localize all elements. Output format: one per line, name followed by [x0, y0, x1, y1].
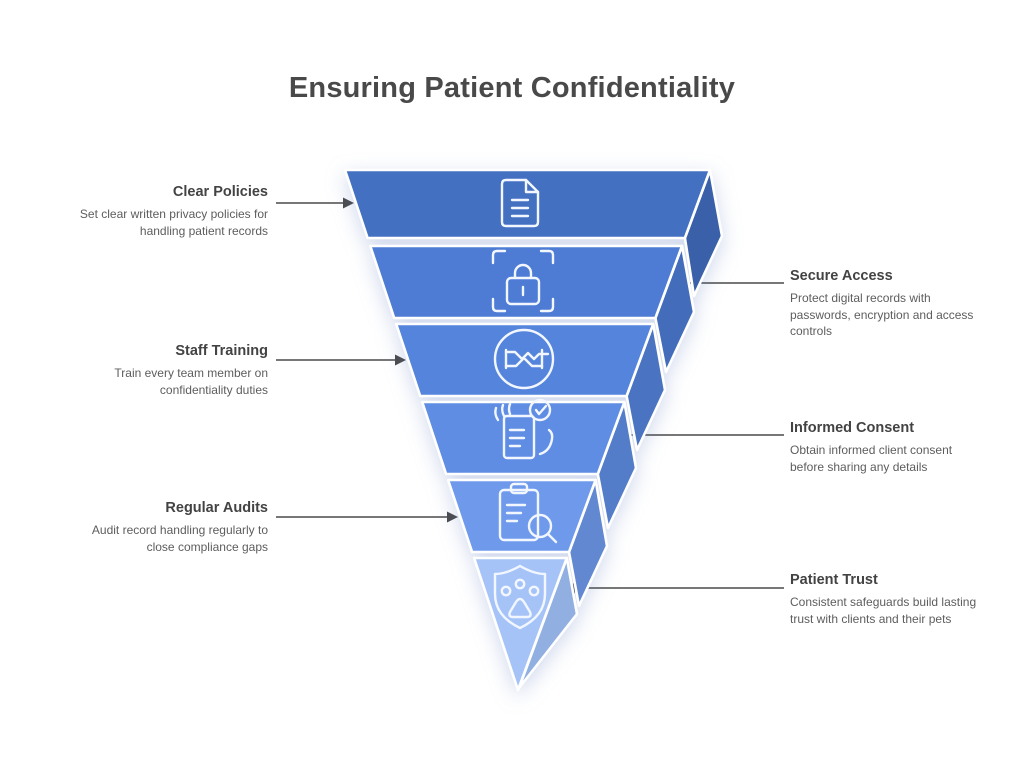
document-icon — [500, 178, 540, 228]
consent-check-icon — [494, 398, 554, 460]
shield-paw-icon — [493, 564, 547, 630]
funnel-level-3 — [394, 322, 667, 452]
label-level-1: Clear Policies Set clear written privacy… — [72, 184, 268, 239]
label-level-1-description: Set clear written privacy policies for h… — [79, 207, 268, 238]
handshake-icon — [493, 328, 555, 390]
label-level-2-heading: Secure Access — [790, 268, 893, 284]
arrowhead-icon — [343, 197, 354, 209]
label-level-6-heading: Patient Trust — [790, 572, 878, 588]
funnel-level-5 — [446, 478, 609, 608]
page-title: Ensuring Patient Confidentiality — [288, 72, 736, 104]
funnel-level-1 — [343, 168, 724, 298]
label-level-5-description: Audit record handling regularly to close… — [91, 523, 268, 554]
label-level-2-description: Protect digital records with passwords, … — [790, 291, 974, 339]
label-level-1-heading: Clear Policies — [172, 184, 268, 200]
label-level-6-description: Consistent safeguards build lasting trus… — [790, 595, 977, 626]
label-level-6: Patient Trust Consistent safeguards buil… — [790, 572, 996, 627]
arrowhead-icon — [395, 354, 406, 366]
label-level-4-description: Obtain informed client consent before sh… — [790, 443, 953, 474]
funnel-level-1-front — [343, 168, 712, 240]
label-level-3: Staff Training Train every team member o… — [98, 343, 268, 398]
label-level-4: Informed Consent Obtain informed client … — [790, 420, 988, 475]
clipboard-search-icon — [498, 482, 558, 544]
funnel-level-6-front — [472, 556, 569, 692]
label-level-4-heading: Informed Consent — [790, 420, 915, 436]
label-level-3-description: Train every team member on confidentiali… — [114, 366, 268, 397]
lock-scan-icon — [491, 249, 555, 313]
label-level-3-heading: Staff Training — [175, 343, 268, 359]
funnel-level-4 — [420, 398, 638, 530]
label-level-5-heading: Regular Audits — [165, 500, 268, 516]
funnel-level-5-front — [446, 478, 597, 554]
funnel-level-2 — [368, 244, 696, 374]
funnel-level-6 — [472, 556, 579, 692]
arrowhead-icon — [447, 511, 458, 523]
label-level-5: Regular Audits Audit record handling reg… — [90, 500, 268, 555]
funnel-level-2-front — [368, 244, 684, 320]
label-level-2: Secure Access Protect digital records wi… — [790, 268, 978, 340]
